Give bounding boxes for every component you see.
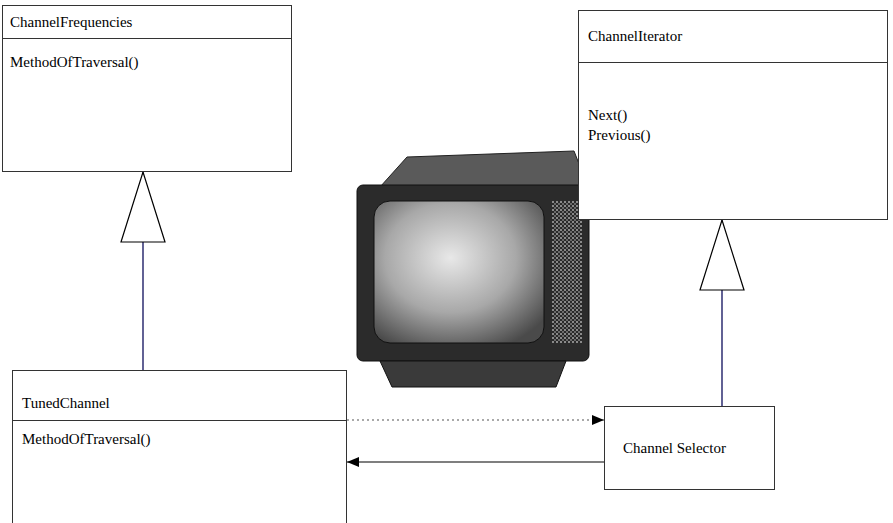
dependency-arrow [347, 419, 604, 420]
tv-casing-top [380, 151, 588, 187]
tv-bezel [357, 185, 589, 361]
tv-speaker [552, 201, 582, 343]
association-arrow [347, 461, 604, 462]
tv-stand [380, 361, 566, 387]
class-name: ChannelFrequencies [10, 12, 132, 32]
class-box: ChannelFrequenciesMethodOfTraversal() [2, 5, 292, 172]
body-compartment: Channel Selector [605, 438, 744, 458]
television-illustration [352, 145, 597, 395]
body-compartment: Next() Previous() [579, 63, 887, 145]
name-compartment: TunedChannel [13, 371, 346, 421]
class-name: TunedChannel [22, 393, 110, 413]
class-box: Channel Selector [604, 406, 775, 490]
class-box: TunedChannelMethodOfTraversal() [12, 370, 347, 523]
class-name: ChannelIterator [588, 26, 682, 46]
tv-screen [374, 201, 544, 343]
method-list: MethodOfTraversal() [10, 52, 139, 72]
inheritance-arrow [142, 172, 144, 370]
name-compartment: ChannelIterator [579, 11, 887, 63]
body-compartment: MethodOfTraversal() [13, 421, 346, 449]
class-name: Channel Selector [623, 438, 726, 458]
name-compartment: ChannelFrequencies [3, 6, 291, 39]
method-list: MethodOfTraversal() [22, 429, 151, 449]
body-compartment: MethodOfTraversal() [3, 39, 291, 72]
inheritance-arrow [721, 220, 723, 406]
method-list: Next() Previous() [588, 105, 650, 145]
class-box: ChannelIteratorNext() Previous() [578, 10, 888, 220]
